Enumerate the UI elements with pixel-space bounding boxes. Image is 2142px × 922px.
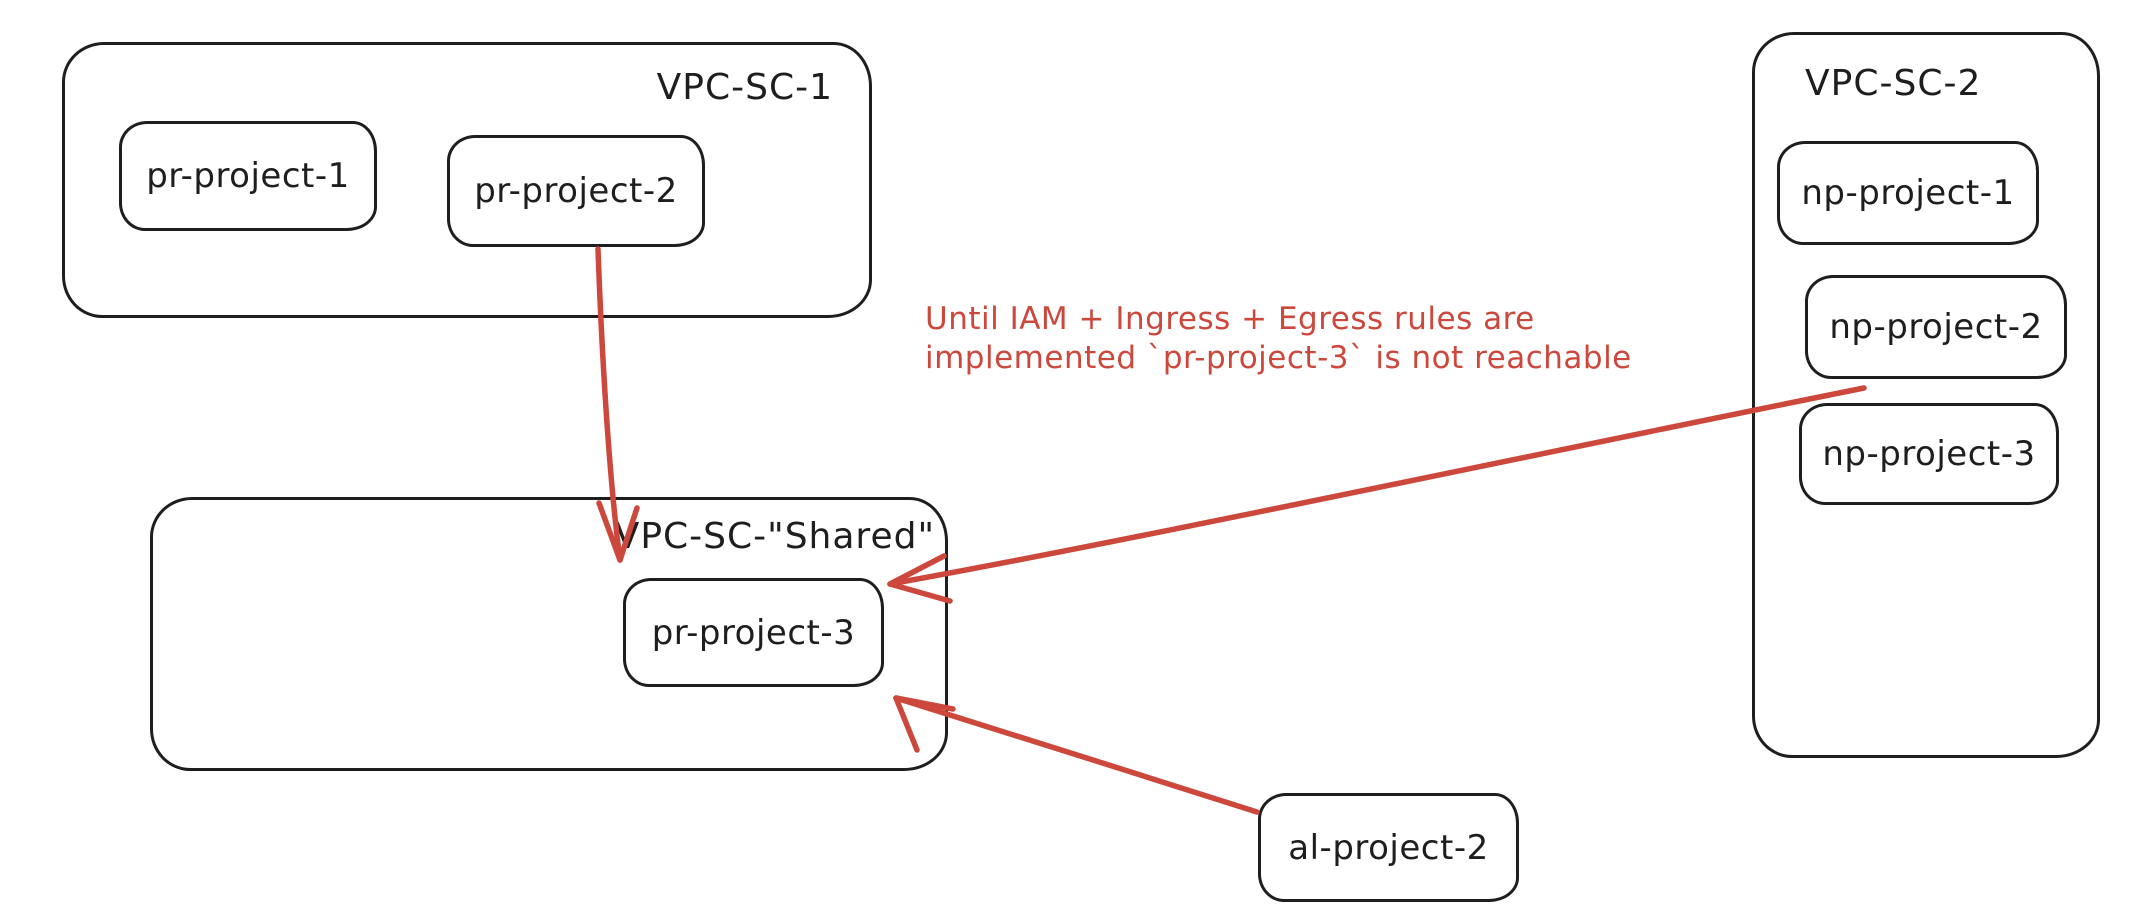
project-np-project-1-label: np-project-1 xyxy=(1801,173,2015,213)
project-np-project-3-label: np-project-3 xyxy=(1822,434,2036,474)
annotation-note: Until IAM + Ingress + Egress rules are i… xyxy=(925,300,1632,378)
project-np-project-2: np-project-2 xyxy=(1805,275,2067,379)
arrow-np-project-2-to-pr-project-3 xyxy=(887,385,1867,604)
perimeter-vpc-sc-1: VPC-SC-1 pr-project-1 pr-project-2 xyxy=(62,42,872,318)
perimeter-vpc-sc-2: VPC-SC-2 np-project-1 np-project-2 np-pr… xyxy=(1752,32,2100,758)
project-pr-project-2: pr-project-2 xyxy=(447,135,705,247)
project-np-project-3: np-project-3 xyxy=(1799,403,2059,505)
perimeter-vpc-sc-1-label: VPC-SC-1 xyxy=(656,67,833,108)
perimeter-vpc-sc-shared-label: VPC-SC-"Shared" xyxy=(614,516,935,557)
project-pr-project-1: pr-project-1 xyxy=(119,121,377,231)
project-pr-project-2-label: pr-project-2 xyxy=(474,171,678,211)
perimeter-vpc-sc-2-label: VPC-SC-2 xyxy=(1805,63,1982,104)
project-al-project-2-label: al-project-2 xyxy=(1288,827,1489,868)
project-np-project-1: np-project-1 xyxy=(1777,141,2039,245)
annotation-note-line1: Until IAM + Ingress + Egress rules are xyxy=(925,301,1535,337)
project-pr-project-3: pr-project-3 xyxy=(623,578,884,687)
project-pr-project-3-label: pr-project-3 xyxy=(651,612,856,653)
arrow-al-project-2-to-pr-project-3 xyxy=(893,695,1260,815)
project-al-project-2: al-project-2 xyxy=(1258,793,1519,902)
project-pr-project-1-label: pr-project-1 xyxy=(146,156,350,196)
project-np-project-2-label: np-project-2 xyxy=(1829,307,2043,347)
perimeter-vpc-sc-shared: VPC-SC-"Shared" pr-project-3 xyxy=(150,497,948,771)
annotation-note-line2: implemented `pr-project-3` is not reacha… xyxy=(925,340,1632,376)
